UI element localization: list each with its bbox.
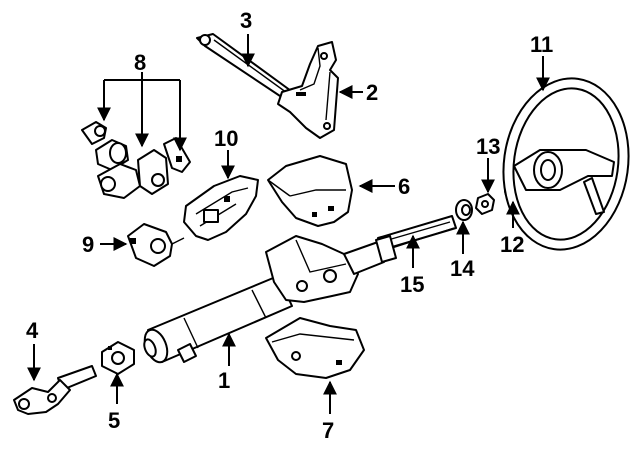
column-support-bracket	[277, 41, 339, 139]
callout-7: 7	[322, 418, 334, 443]
leader-lines	[27, 34, 550, 414]
intermediate-shaft-u-joint	[13, 365, 97, 415]
callout-11: 11	[530, 32, 553, 57]
callout-14: 14	[450, 256, 475, 281]
switch-cover-plate	[183, 175, 259, 241]
callout-1: 1	[218, 368, 230, 393]
callout-15: 15	[400, 272, 424, 297]
callout-3: 3	[240, 8, 252, 33]
upper-steering-column-shroud	[267, 155, 353, 227]
callout-12: 12	[500, 232, 524, 257]
flexible-coupling	[101, 341, 135, 375]
callout-10: 10	[214, 126, 238, 151]
steering-wheel	[502, 77, 630, 251]
callout-2: 2	[366, 80, 378, 105]
callout-8: 8	[134, 50, 146, 75]
shaft-bearing	[455, 199, 473, 221]
shift-linkage-rod	[196, 33, 299, 105]
callout-9: 9	[82, 232, 94, 257]
callout-numbers: 1 2 3 4 5 6 7 8 9 10 11 12 13 14 15	[26, 8, 553, 443]
lower-steering-column-shroud	[265, 317, 365, 379]
callout-6: 6	[398, 174, 410, 199]
steering-column-assembly	[143, 235, 397, 364]
callout-4: 4	[26, 318, 39, 343]
ignition-switch	[127, 223, 185, 267]
callout-13: 13	[476, 134, 500, 159]
callout-5: 5	[108, 408, 120, 433]
steering-wheel-nut	[475, 193, 495, 215]
ignition-lock-set	[81, 121, 191, 199]
